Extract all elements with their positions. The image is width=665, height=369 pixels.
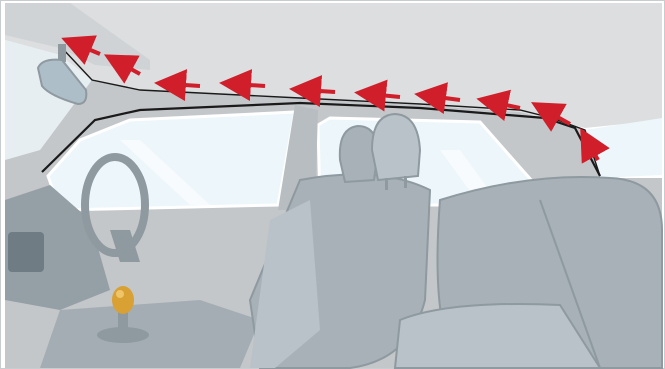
arrow-left-icon — [305, 90, 335, 92]
dash-screen — [8, 232, 44, 272]
arrow-left-icon — [235, 84, 265, 86]
center-console — [40, 300, 260, 368]
arrow-left-icon — [170, 84, 200, 86]
